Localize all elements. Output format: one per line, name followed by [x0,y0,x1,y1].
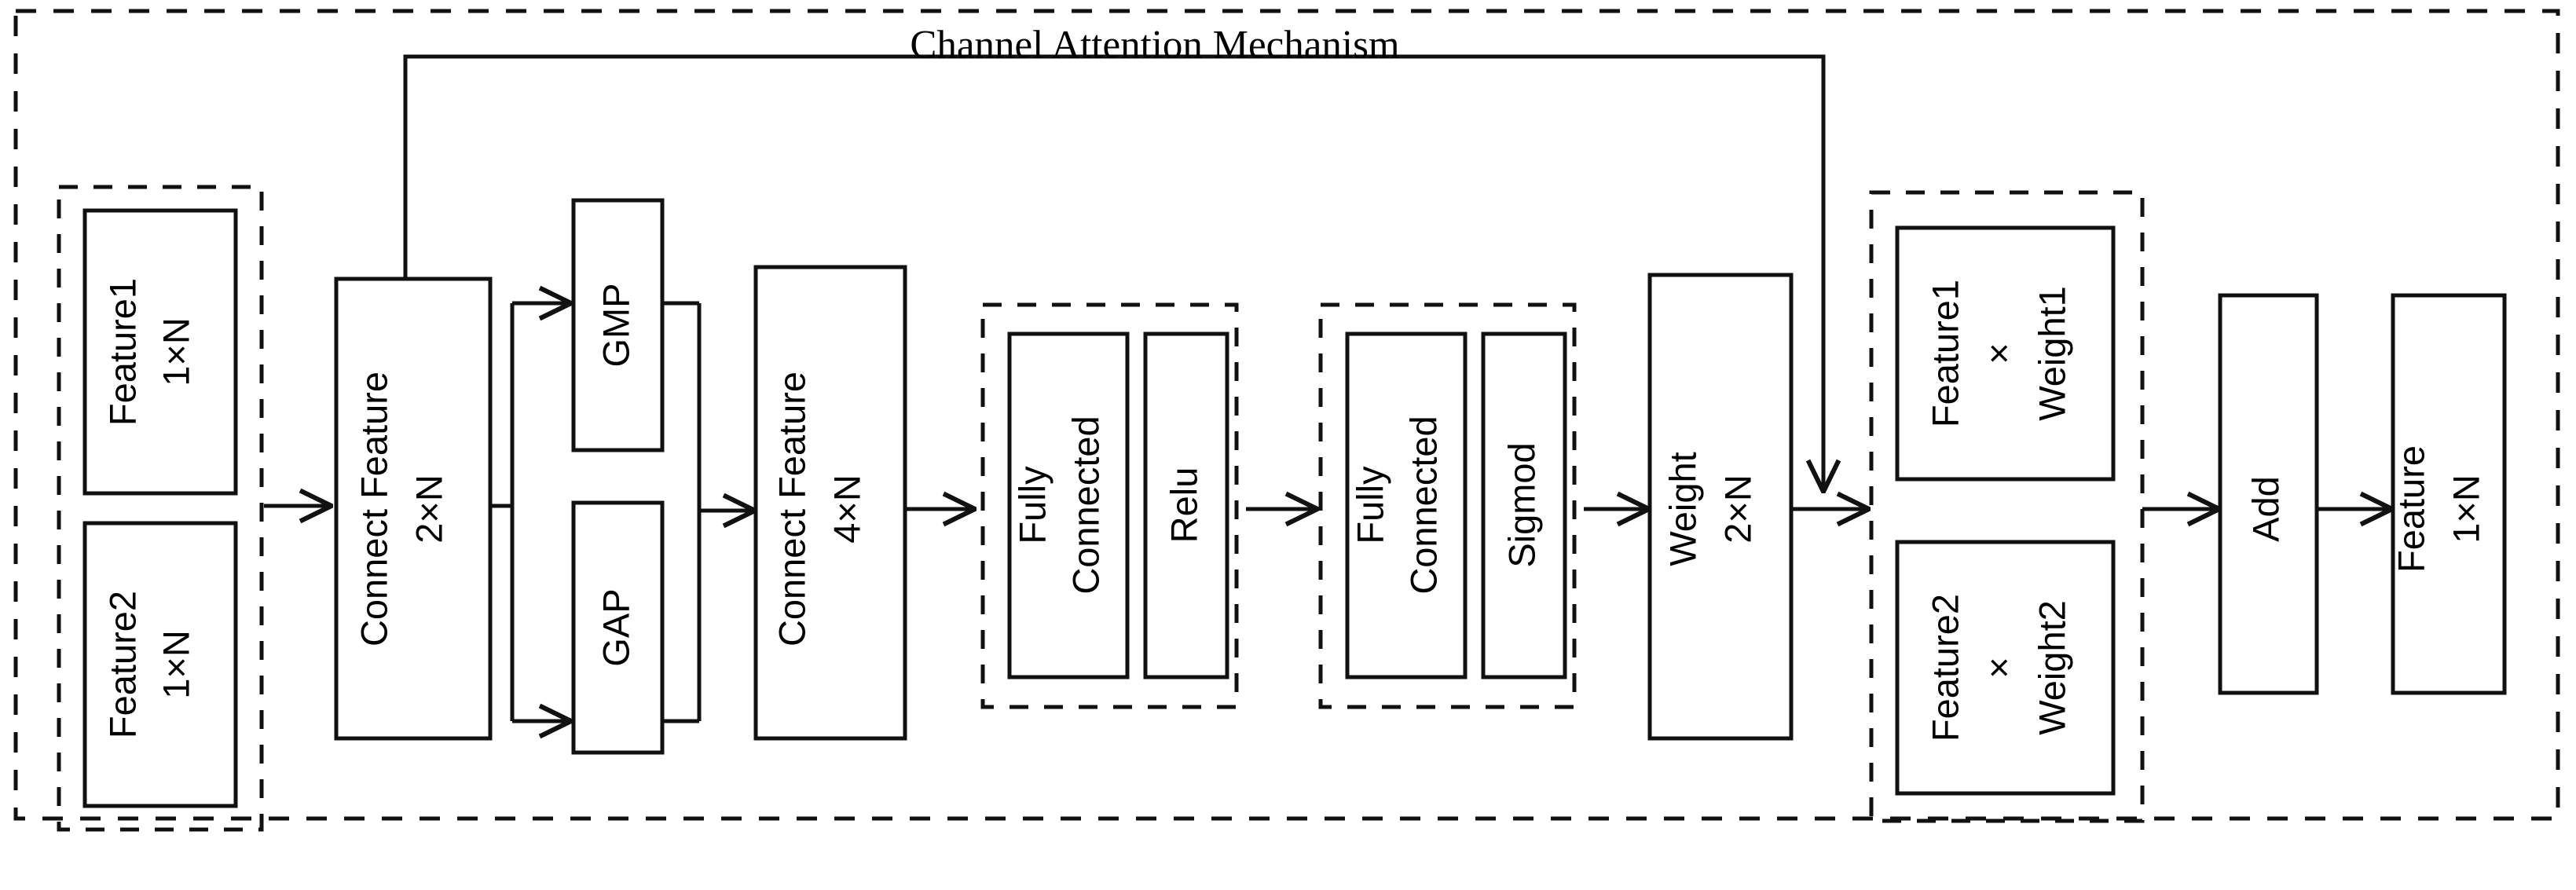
feature1-input-box[interactable] [82,208,238,496]
svg-text:Feature2: Feature2 [1924,594,1966,742]
connect-feature-4n-box[interactable] [753,265,907,741]
svg-text:Connected: Connected [1064,416,1106,594]
svg-text:1×N: 1×N [155,630,196,699]
svg-text:Connected: Connected [1402,416,1444,594]
svg-text:×: × [1977,657,2019,678]
svg-text:4×N: 4×N [826,474,867,544]
sigmod-box[interactable] [1481,331,1567,679]
gap-label: GAP [595,588,636,666]
svg-text:Feature1: Feature1 [101,278,143,426]
svg-text:Feature: Feature [2390,445,2431,573]
svg-text:Weight1: Weight1 [2031,286,2072,421]
skip-connection-path [403,54,1826,487]
feature2-weight2-box[interactable] [1895,540,2116,796]
feature2-input-label: Feature2 1×N [101,591,196,738]
add-box[interactable] [2218,293,2319,695]
fully-connected-2-label: Fully Connected [1349,416,1444,594]
svg-text:Weight2: Weight2 [2031,600,2072,735]
feature-output-label: Feature 1×N [2390,445,2486,573]
feature1-input-label: Feature1 1×N [101,278,196,426]
sigmod-label: Sigmod [1501,442,1542,567]
svg-text:Feature1: Feature1 [1924,280,1966,427]
fully-connected-relu-group [980,302,1239,709]
input-features-group [57,185,264,832]
outer-dashed-frame [13,9,2560,821]
svg-text:1×N: 1×N [155,317,196,386]
weight-2n-box[interactable] [1647,273,1794,741]
svg-text:Fully: Fully [1011,466,1053,544]
fully-connected-sigmod-group [1318,302,1577,709]
figure-title: Channel Attention Mechanism [910,24,1399,68]
relu-label: Relu [1163,467,1204,544]
svg-text:2×N: 2×N [1717,474,1758,544]
fully-connected-2-box[interactable] [1345,331,1468,679]
svg-text:Connect Feature: Connect Feature [771,372,812,646]
feature2-weight2-label: Feature2 × Weight2 [1924,594,2072,742]
weight-2n-label: Weight 2×N [1662,452,1758,566]
connect-feature-2n-label: Connect Feature 2×N [353,372,449,646]
svg-text:Connect Feature: Connect Feature [353,372,394,646]
feature2-input-box[interactable] [82,521,238,808]
gmp-label: GMP [595,283,636,367]
gap-box[interactable] [571,500,665,755]
gmp-box[interactable] [571,198,665,452]
connect-feature-4n-label: Connect Feature 4×N [771,372,867,646]
relu-box[interactable] [1143,331,1229,679]
feature-output-box[interactable] [2391,293,2507,695]
connect-feature-2n-box[interactable] [334,277,493,741]
fully-connected-1-label: Fully Connected [1011,416,1106,594]
add-label: Add [2244,476,2286,542]
fully-connected-1-box[interactable] [1007,331,1130,679]
feature1-weight1-label: Feature1 × Weight1 [1924,280,2072,427]
svg-text:Fully: Fully [1349,466,1391,544]
svg-text:×: × [1977,342,2019,364]
svg-text:1×N: 1×N [2445,474,2486,544]
svg-text:2×N: 2×N [408,474,449,544]
feature1-weight1-box[interactable] [1895,225,2116,482]
svg-text:Weight: Weight [1662,452,1703,566]
svg-text:Feature2: Feature2 [101,591,143,738]
